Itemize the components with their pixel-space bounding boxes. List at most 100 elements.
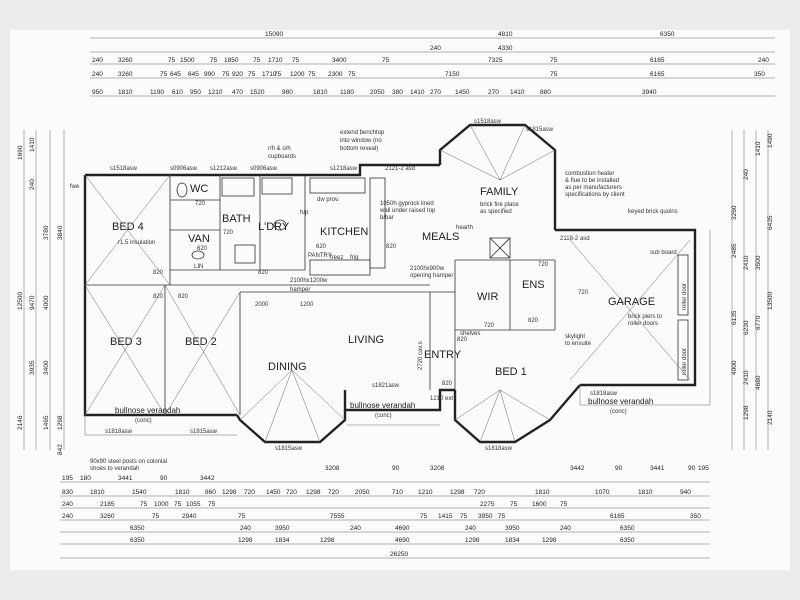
room-entry: ENTRY — [424, 349, 462, 361]
room-bed1: BED 1 — [495, 366, 527, 378]
svg-text:s1818asw: s1818asw — [485, 446, 513, 452]
svg-text:75: 75 — [560, 501, 568, 508]
svg-text:720: 720 — [578, 290, 589, 296]
svg-text:3442: 3442 — [200, 475, 215, 482]
svg-text:1834: 1834 — [275, 537, 290, 544]
svg-text:645: 645 — [170, 71, 181, 78]
svg-text:3400: 3400 — [332, 57, 347, 64]
svg-text:1210: 1210 — [418, 489, 433, 496]
room-bed4: BED 4 — [112, 221, 144, 233]
svg-text:75: 75 — [460, 513, 468, 520]
svg-text:710: 710 — [392, 489, 403, 496]
room-meals: MEALS — [422, 231, 459, 243]
room-kitchen: KITCHEN — [320, 226, 368, 238]
svg-text:940: 940 — [680, 489, 691, 496]
room-pantry: PANTRY — [308, 253, 332, 259]
room-wir: WIR — [477, 291, 498, 303]
svg-text:s1518asw: s1518asw — [110, 166, 138, 172]
svg-text:hamper: hamper — [290, 287, 310, 293]
svg-text:2000: 2000 — [255, 302, 269, 308]
svg-text:s1212asw: s1212asw — [210, 166, 238, 172]
svg-text:620: 620 — [197, 246, 208, 252]
svg-text:1690: 1690 — [17, 145, 24, 160]
svg-text:1210 ext: 1210 ext — [430, 396, 453, 402]
svg-text:980: 980 — [282, 89, 293, 96]
svg-text:2121-2 asd: 2121-2 asd — [385, 166, 415, 172]
svg-text:6350: 6350 — [620, 525, 635, 532]
room-ens: ENS — [522, 279, 545, 291]
svg-text:4680: 4680 — [755, 375, 762, 390]
svg-text:240: 240 — [350, 525, 361, 532]
top-dim-middle: 4810 — [498, 31, 513, 38]
svg-text:75: 75 — [550, 71, 558, 78]
svg-text:sub board: sub board — [650, 250, 677, 256]
svg-text:950: 950 — [92, 89, 103, 96]
svg-text:75: 75 — [274, 71, 282, 78]
svg-text:1180: 1180 — [340, 89, 354, 96]
svg-text:3400: 3400 — [43, 360, 50, 375]
bottom-dim-row5: 6350 240 3950 240 4690 240 3950 240 6350 — [130, 525, 635, 532]
svg-text:842: 842 — [57, 444, 64, 455]
room-labels: BED 4 WC BATH VAN L'DRY KITCHEN MEALS FA… — [110, 183, 655, 378]
svg-text:1410: 1410 — [29, 137, 36, 152]
svg-text:2485: 2485 — [731, 243, 738, 258]
svg-text:to ensuite: to ensuite — [565, 341, 592, 347]
svg-text:720: 720 — [223, 230, 234, 236]
svg-text:1210: 1210 — [208, 89, 223, 96]
room-bed3: BED 3 — [110, 336, 142, 348]
svg-text:3940: 3940 — [642, 89, 657, 96]
svg-text:as per manufacturers: as per manufacturers — [565, 185, 622, 191]
svg-text:1000: 1000 — [154, 501, 169, 508]
svg-text:1298: 1298 — [450, 489, 465, 496]
svg-text:as specified: as specified — [480, 209, 512, 215]
svg-text:1520: 1520 — [250, 89, 265, 96]
svg-text:240: 240 — [29, 179, 36, 190]
walls — [83, 123, 711, 444]
svg-text:1810: 1810 — [313, 89, 328, 96]
svg-text:brick fire place: brick fire place — [480, 202, 519, 208]
svg-text:240: 240 — [92, 71, 103, 78]
svg-text:820: 820 — [457, 337, 468, 343]
svg-text:75: 75 — [348, 71, 356, 78]
svg-text:1410: 1410 — [410, 89, 425, 96]
svg-text:240: 240 — [92, 57, 103, 64]
svg-text:645: 645 — [188, 71, 199, 78]
svg-text:380: 380 — [392, 89, 403, 96]
svg-text:brick piers to: brick piers to — [628, 314, 663, 320]
svg-text:6135: 6135 — [731, 310, 738, 325]
svg-text:1298: 1298 — [57, 415, 64, 430]
svg-text:bullnose verandah: bullnose verandah — [588, 397, 653, 406]
svg-text:180: 180 — [80, 475, 91, 482]
svg-text:2410: 2410 — [743, 255, 750, 270]
svg-text:h/p: h/p — [300, 210, 309, 216]
svg-text:1070: 1070 — [595, 489, 610, 496]
svg-text:bottom reveal): bottom reveal) — [340, 146, 378, 152]
svg-text:3208: 3208 — [325, 465, 340, 472]
svg-text:720: 720 — [538, 262, 549, 268]
svg-text:820: 820 — [386, 244, 397, 250]
svg-text:s1818asw: s1818asw — [590, 391, 618, 397]
svg-text:720: 720 — [286, 489, 297, 496]
svg-text:6165: 6165 — [650, 71, 665, 78]
svg-text:720: 720 — [244, 489, 255, 496]
svg-text:1410: 1410 — [755, 141, 762, 156]
svg-text:2100hx1200w: 2100hx1200w — [290, 278, 328, 284]
svg-text:90: 90 — [688, 465, 696, 472]
svg-text:1055: 1055 — [186, 501, 201, 508]
svg-text:4000: 4000 — [43, 295, 50, 310]
bottom-dim-total: 26250 — [390, 551, 408, 558]
svg-text:820: 820 — [153, 294, 164, 300]
svg-text:90: 90 — [160, 475, 168, 482]
svg-text:1298: 1298 — [542, 537, 557, 544]
svg-text:620: 620 — [316, 244, 327, 250]
svg-text:1410: 1410 — [510, 89, 525, 96]
svg-text:s0906asw: s0906asw — [170, 166, 198, 172]
svg-text:720: 720 — [474, 489, 485, 496]
room-dining: DINING — [268, 361, 307, 373]
svg-text:1050h gyprock lined: 1050h gyprock lined — [380, 201, 434, 207]
svg-text:820: 820 — [528, 318, 539, 324]
svg-text:b/bar: b/bar — [380, 215, 394, 221]
svg-text:75: 75 — [550, 57, 558, 64]
svg-text:6350: 6350 — [620, 537, 635, 544]
right-dimensions: 1490 1410 240 3260 2485 2410 3500 6435 6… — [731, 130, 774, 450]
